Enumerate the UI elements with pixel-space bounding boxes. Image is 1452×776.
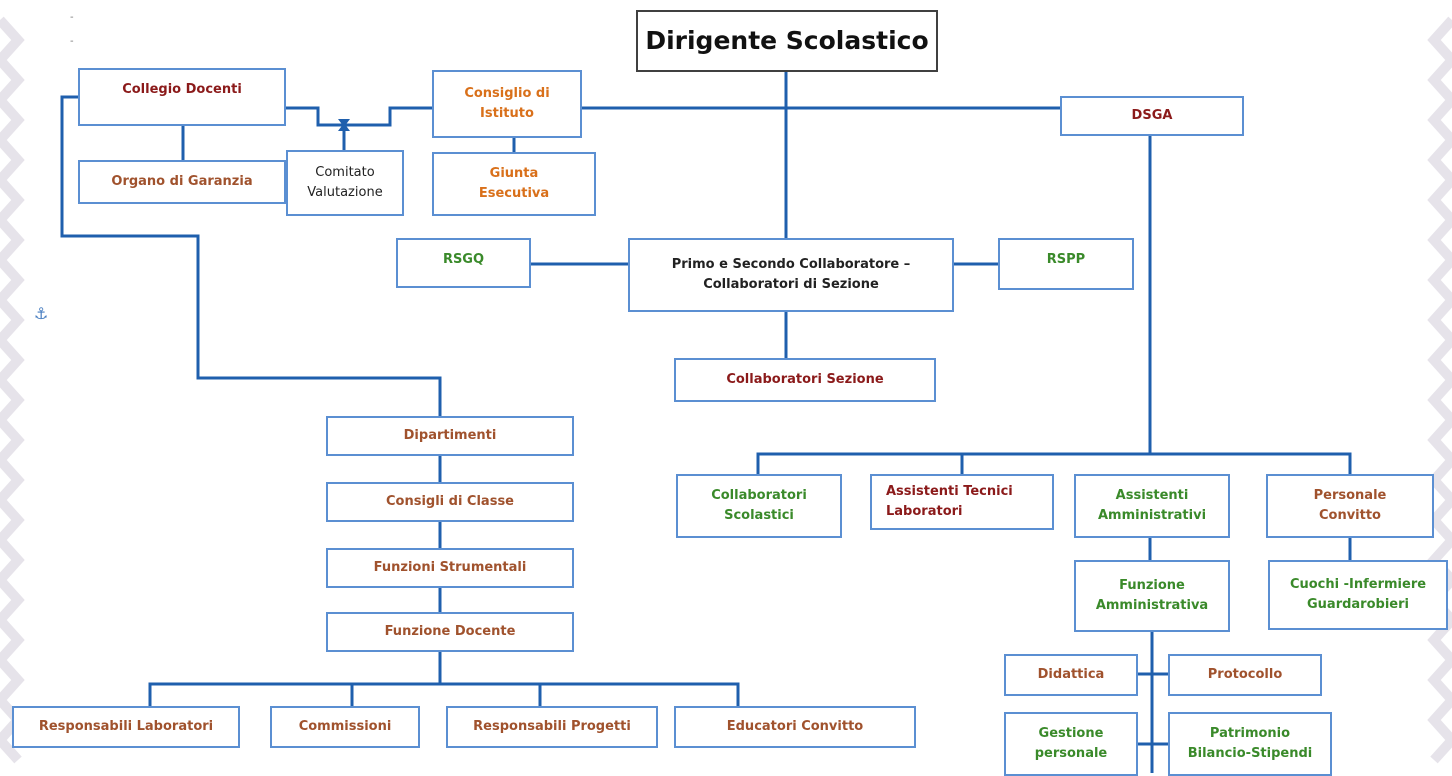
box-consiglio-istituto[interactable]: Consiglio di Istituto [432,70,582,138]
box-funzione-amministrativa[interactable]: Funzione Amministrativa [1074,560,1230,632]
box-responsabili-progetti[interactable]: Responsabili Progetti [446,706,658,748]
box-giunta-esecutiva[interactable]: Giunta Esecutiva [432,152,596,216]
box-collegio-docenti[interactable]: Collegio Docenti [78,68,286,126]
box-protocollo[interactable]: Protocollo [1168,654,1322,696]
box-consigli-classe[interactable]: Consigli di Classe [326,482,574,522]
box-responsabili-laboratori[interactable]: Responsabili Laboratori [12,706,240,748]
box-personale-convitto[interactable]: Personale Convitto [1266,474,1434,538]
box-cuochi-infermiere[interactable]: Cuochi -Infermiere Guardarobieri [1268,560,1448,630]
box-dirigente-scolastico[interactable]: Dirigente Scolastico [636,10,938,72]
box-assistenti-amministrativi[interactable]: Assistenti Amministrativi [1074,474,1230,538]
box-didattica[interactable]: Didattica [1004,654,1138,696]
box-gestione-personale[interactable]: Gestione personale [1004,712,1138,776]
box-organo-garanzia[interactable]: Organo di Garanzia [78,160,286,204]
box-comitato-valutazione[interactable]: Comitato Valutazione [286,150,404,216]
box-dsga[interactable]: DSGA [1060,96,1244,136]
box-primo-secondo-collaboratore[interactable]: Primo e Secondo Collaboratore – Collabor… [628,238,954,312]
box-educatori-convitto[interactable]: Educatori Convitto [674,706,916,748]
decor-dot: - [70,12,74,23]
box-collaboratori-sezione[interactable]: Collaboratori Sezione [674,358,936,402]
box-dipartimenti[interactable]: Dipartimenti [326,416,574,456]
anchor-icon: ⚓ [34,304,49,323]
box-collaboratori-scolastici[interactable]: Collaboratori Scolastici [676,474,842,538]
box-assistenti-tecnici[interactable]: Assistenti Tecnici Laboratori [870,474,1054,530]
box-funzioni-strumentali[interactable]: Funzioni Strumentali [326,548,574,588]
box-rsgq[interactable]: RSGQ [396,238,531,288]
box-patrimonio-bilancio[interactable]: Patrimonio Bilancio-Stipendi [1168,712,1332,776]
box-rspp[interactable]: RSPP [998,238,1134,290]
decor-dot: - [70,36,74,47]
box-funzione-docente[interactable]: Funzione Docente [326,612,574,652]
box-commissioni[interactable]: Commissioni [270,706,420,748]
